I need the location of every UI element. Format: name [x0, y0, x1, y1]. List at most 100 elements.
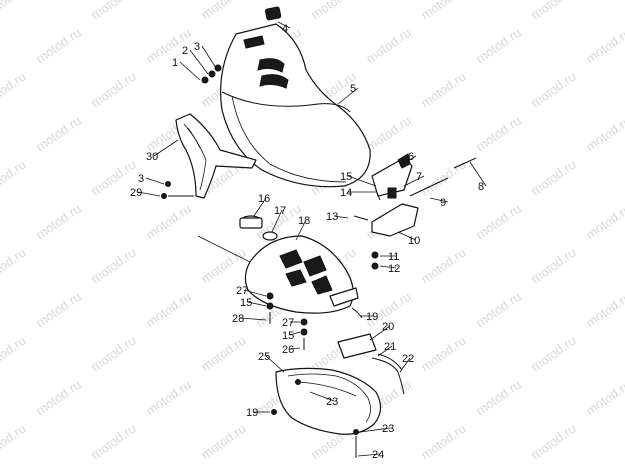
grommet	[271, 409, 277, 415]
watermark-text: motod.ru	[473, 25, 524, 67]
watermark-text: motod.ru	[418, 0, 469, 22]
watermark-text: motod.ru	[363, 113, 414, 155]
watermark-text: motod.ru	[33, 377, 84, 419]
watermark-text: motod.ru	[88, 245, 139, 287]
watermark-text: motod.ru	[33, 113, 84, 155]
watermark-text: motod.ru	[308, 0, 359, 22]
callout-label-23: 23	[326, 396, 338, 408]
fuel-cap-body	[239, 217, 263, 229]
nut	[371, 262, 379, 270]
callout-label-24: 24	[372, 449, 384, 461]
watermark-text: motod.ru	[33, 25, 84, 67]
watermark-text: motod.ru	[418, 333, 469, 375]
leader-line-13	[333, 215, 349, 219]
watermark-text: motod.ru	[528, 157, 579, 199]
callout-label-29: 29	[130, 187, 142, 199]
callout-label-10: 10	[408, 235, 420, 247]
watermark-text: motod.ru	[0, 333, 29, 375]
watermark-text: motod.ru	[198, 245, 249, 287]
leader-line-8	[469, 161, 487, 187]
watermark-text: motod.ru	[583, 113, 625, 155]
callout-label-27: 27	[236, 285, 248, 297]
latch-rod	[409, 177, 449, 197]
screw	[353, 215, 369, 221]
watermark-text: motod.ru	[473, 289, 524, 331]
leader-line-10	[397, 231, 417, 241]
callout-label-14: 14	[340, 187, 352, 199]
callout-label-25: 25	[258, 351, 270, 363]
fuel-cap-group	[239, 215, 278, 241]
washer	[165, 181, 171, 187]
watermark-text: motod.ru	[88, 0, 139, 22]
watermark-text: motod.ru	[473, 113, 524, 155]
rivet	[295, 379, 301, 385]
leader-line-15	[289, 331, 301, 336]
leader-line-20	[369, 325, 391, 341]
seat-latch-knob	[264, 6, 282, 21]
callout-label-30: 30	[146, 151, 158, 163]
leader-line-16	[253, 197, 267, 217]
callout-label-16: 16	[258, 193, 270, 205]
latch-pin	[453, 157, 477, 169]
latch-lower-bracket	[371, 203, 419, 237]
watermark-text: motod.ru	[0, 245, 29, 287]
leader-line-5	[337, 87, 359, 105]
leader-line-23	[309, 391, 335, 402]
bracket-crease	[187, 127, 201, 149]
callout-label-23: 23	[382, 423, 394, 435]
callout-label-15: 15	[340, 171, 352, 183]
watermark-text: motod.ru	[418, 245, 469, 287]
watermark-text: motod.ru	[198, 0, 249, 22]
callout-label-20: 20	[382, 321, 394, 333]
callout-label-17: 17	[274, 205, 286, 217]
washer	[266, 302, 274, 310]
leader-line-30	[153, 139, 179, 157]
storage-tray-body	[275, 367, 382, 435]
watermark-text: motod.ru	[88, 69, 139, 111]
callout-label-4: 4	[282, 23, 288, 35]
seat-assembly	[220, 6, 371, 188]
callout-label-1: 1	[172, 57, 178, 69]
cover-fasteners-right	[300, 318, 308, 350]
callout-label-15: 15	[240, 297, 252, 309]
callout-label-21: 21	[384, 341, 396, 353]
watermark-text: motod.ru	[528, 0, 579, 22]
cover-vent	[303, 255, 327, 277]
washer	[208, 70, 216, 78]
washer	[201, 76, 209, 84]
watermark-text: motod.ru	[583, 201, 625, 243]
callout-label-27: 27	[282, 317, 294, 329]
cover-vent	[311, 275, 333, 295]
leader-line-23	[359, 427, 391, 433]
watermark-text: motod.ru	[473, 201, 524, 243]
callout-label-3: 3	[138, 173, 144, 185]
seat-contour	[231, 95, 347, 183]
callout-label-18: 18	[298, 215, 310, 227]
washer	[266, 292, 274, 300]
seat	[220, 23, 371, 188]
leader-line-2	[189, 49, 209, 75]
tray-inner-rim	[287, 373, 371, 423]
leader-line-29	[137, 191, 161, 197]
leader-line-17	[271, 209, 283, 233]
callout-leaders	[137, 21, 487, 457]
latch-block	[387, 187, 397, 199]
watermark-text: motod.ru	[143, 289, 194, 331]
callout-label-8: 8	[478, 181, 484, 193]
watermark-text: motod.ru	[473, 377, 524, 419]
washer	[371, 251, 379, 259]
callout-label-13: 13	[326, 211, 338, 223]
watermark-text: motod.ru	[528, 333, 579, 375]
leader-line-15	[247, 301, 267, 307]
cover-vent	[285, 269, 307, 287]
cover-vent	[279, 249, 303, 269]
screw	[375, 189, 381, 201]
seat-base-edge	[221, 91, 351, 113]
seat-handle-slot	[243, 35, 265, 49]
leader-line-6	[399, 155, 417, 167]
callout-label-28: 28	[232, 313, 244, 325]
watermark-text: motod.ru	[198, 333, 249, 375]
